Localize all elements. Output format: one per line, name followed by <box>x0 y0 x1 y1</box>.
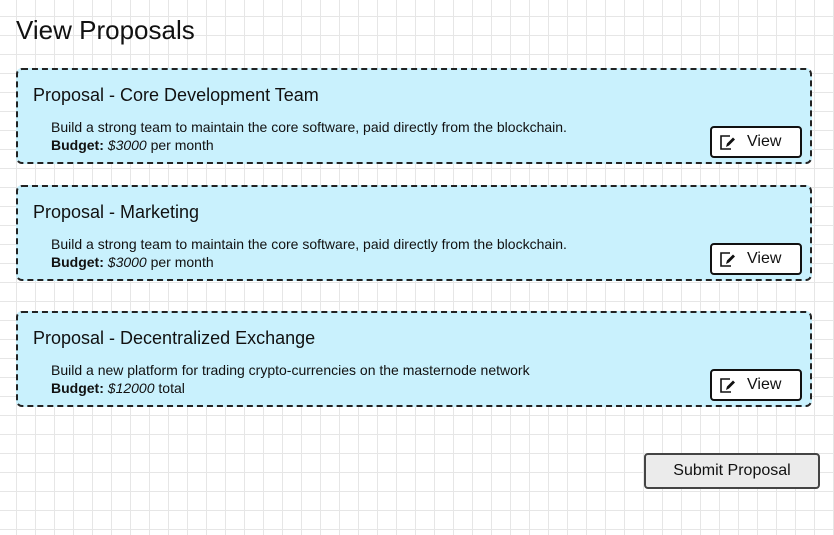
proposal-card: Proposal - Marketing Build a strong team… <box>16 185 812 281</box>
budget-label: Budget: <box>51 380 104 396</box>
proposal-description: Build a new platform for trading crypto-… <box>51 362 530 378</box>
submit-proposal-button[interactable]: Submit Proposal <box>644 453 820 489</box>
budget-label: Budget: <box>51 254 104 270</box>
proposal-budget: Budget: $3000 per month <box>51 136 214 154</box>
budget-label: Budget: <box>51 137 104 153</box>
proposal-budget: Budget: $3000 per month <box>51 253 214 271</box>
budget-period: per month <box>150 137 214 153</box>
page-title: View Proposals <box>16 15 195 45</box>
proposal-description: Build a strong team to maintain the core… <box>51 236 567 252</box>
proposal-title: Proposal - Core Development Team <box>33 85 319 105</box>
budget-period: per month <box>150 254 214 270</box>
edit-icon <box>720 135 735 150</box>
edit-icon <box>720 252 735 267</box>
proposal-card: Proposal - Decentralized Exchange Build … <box>16 311 812 407</box>
budget-period: total <box>158 380 185 396</box>
view-button-label: View <box>747 133 782 150</box>
view-button-label: View <box>747 250 782 267</box>
budget-amount: $3000 <box>107 137 147 153</box>
proposal-budget: Budget: $12000 total <box>51 379 185 397</box>
view-button-label: View <box>747 376 782 393</box>
view-proposal-button[interactable]: View <box>710 126 802 158</box>
proposal-title: Proposal - Decentralized Exchange <box>33 328 316 348</box>
proposal-description: Build a strong team to maintain the core… <box>51 119 567 135</box>
edit-icon <box>720 378 735 393</box>
view-proposal-button[interactable]: View <box>710 243 802 275</box>
proposal-title: Proposal - Marketing <box>33 202 200 222</box>
view-proposal-button[interactable]: View <box>710 369 802 401</box>
budget-amount: $12000 <box>107 380 155 396</box>
proposal-card: Proposal - Core Development Team Build a… <box>16 68 812 164</box>
budget-amount: $3000 <box>107 254 147 270</box>
